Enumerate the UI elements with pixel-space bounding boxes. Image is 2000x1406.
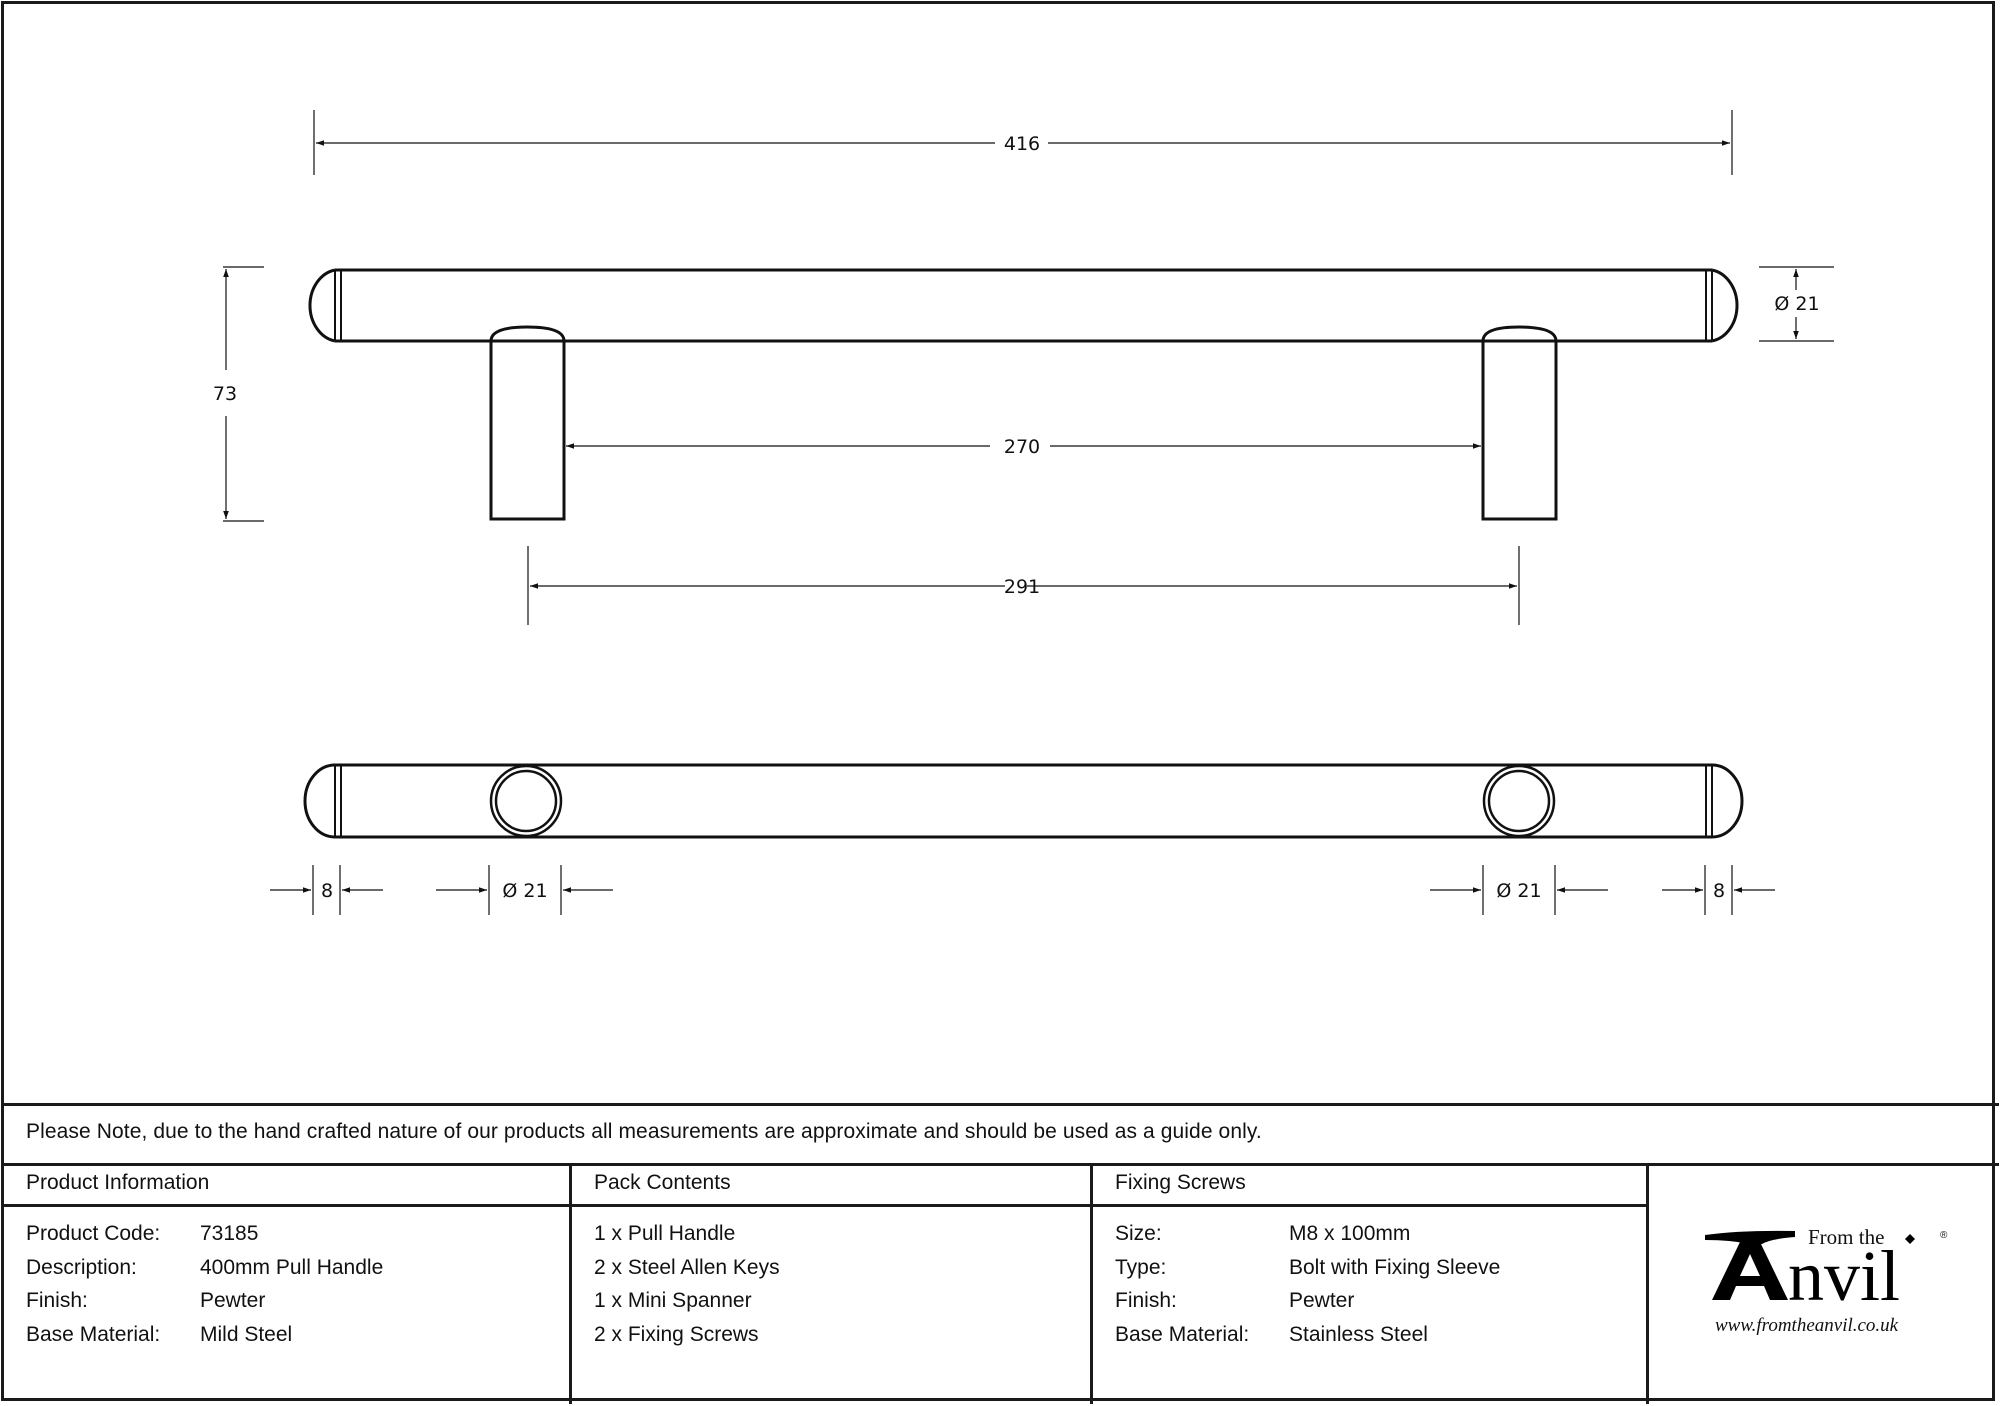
pack-contents-list: 1 x Pull Handle 2 x Steel Allen Keys 1 x… xyxy=(594,1222,780,1356)
pack-item: 2 x Steel Allen Keys xyxy=(594,1255,780,1279)
info-row: Product Code: 73185 xyxy=(26,1222,383,1256)
screw-label: Type: xyxy=(1115,1255,1167,1279)
column-divider-1 xyxy=(569,1164,572,1404)
screw-row: Finish: Pewter xyxy=(1115,1289,1500,1323)
column-divider-3 xyxy=(1646,1164,1649,1404)
post-diameter-right-dimension xyxy=(1430,865,1608,915)
note-top-divider xyxy=(1,1103,1999,1106)
bar-diameter-label: Ø 21 xyxy=(1774,293,1819,315)
logo-url: www.fromtheanvil.co.uk xyxy=(1715,1315,1899,1336)
overall-length-label: 416 xyxy=(1004,133,1040,155)
height-dimension xyxy=(223,266,264,522)
height-label: 73 xyxy=(213,383,237,405)
handle-plan-view xyxy=(303,763,1744,839)
inner-gap-label: 270 xyxy=(1004,436,1040,458)
screw-label: Base Material: xyxy=(1115,1322,1250,1346)
technical-drawing: 416 73 Ø 21 270 291 8 Ø 21 Ø 21 8 xyxy=(213,110,1834,915)
screw-row: Type: Bolt with Fixing Sleeve xyxy=(1115,1256,1500,1290)
logo-small-text: From the xyxy=(1808,1228,1884,1249)
measurement-note: Please Note, due to the hand crafted nat… xyxy=(26,1120,1262,1143)
handle-front-view xyxy=(308,268,1739,521)
registered-mark: ® xyxy=(1940,1230,1948,1241)
info-label: Description: xyxy=(26,1255,137,1279)
screw-value: Pewter xyxy=(1289,1289,1355,1312)
info-value: 73185 xyxy=(200,1222,259,1245)
screw-row: Base Material: Stainless Steel xyxy=(1115,1323,1500,1357)
bar-diameter-dimension xyxy=(1759,266,1834,342)
info-row: Description: 400mm Pull Handle xyxy=(26,1256,383,1290)
info-value: Mild Steel xyxy=(200,1322,293,1346)
pack-item: 1 x Pull Handle xyxy=(594,1222,736,1245)
from-the-anvil-logo: From the nvil ® www.fromtheanvil.co.uk xyxy=(1705,1228,1948,1336)
screw-row: Size: M8 x 100mm xyxy=(1115,1222,1500,1256)
post-diameter-left-dimension xyxy=(436,865,613,915)
diamond-icon xyxy=(1905,1234,1915,1244)
screw-label: Size: xyxy=(1115,1222,1162,1245)
centres-label: 291 xyxy=(1004,576,1040,598)
info-value: 400mm Pull Handle xyxy=(200,1255,384,1279)
product-information-heading: Product Information xyxy=(26,1171,210,1194)
screw-label: Finish: xyxy=(1115,1289,1177,1312)
pack-contents-heading: Pack Contents xyxy=(594,1171,731,1194)
post-diameter-left-label: Ø 21 xyxy=(502,880,547,902)
column-divider-2 xyxy=(1090,1164,1093,1404)
info-row: Finish: Pewter xyxy=(26,1289,383,1323)
end-cap-right-dimension xyxy=(1662,865,1775,915)
overall-length-dimension xyxy=(313,110,1733,175)
screw-value: Stainless Steel xyxy=(1289,1322,1428,1346)
end-cap-left-label: 8 xyxy=(321,880,333,902)
logo-big-text: nvil xyxy=(1788,1236,1900,1316)
header-bottom-divider xyxy=(1,1204,1648,1207)
fixing-screws-table: Size: M8 x 100mm Type: Bolt with Fixing Sl… xyxy=(1115,1222,1500,1356)
end-cap-right-label: 8 xyxy=(1713,880,1725,902)
header-top-divider xyxy=(1,1163,1999,1166)
info-label: Product Code: xyxy=(26,1222,161,1245)
centres-dimension xyxy=(527,546,1520,625)
post-diameter-right-label: Ø 21 xyxy=(1496,880,1541,902)
info-row: Base Material: Mild Steel xyxy=(26,1323,383,1357)
pack-item: 2 x Fixing Screws xyxy=(594,1322,759,1346)
info-label: Base Material: xyxy=(26,1322,161,1346)
product-information-table: Product Code: 73185 Description: 400mm Pul… xyxy=(26,1222,383,1356)
info-value: Pewter xyxy=(200,1289,266,1312)
screw-value: M8 x 100mm xyxy=(1289,1222,1411,1245)
info-label: Finish: xyxy=(26,1289,88,1312)
fixing-screws-heading: Fixing Screws xyxy=(1115,1171,1246,1194)
screw-value: Bolt with Fixing Sleeve xyxy=(1289,1255,1501,1279)
anvil-icon xyxy=(1705,1230,1795,1300)
end-cap-left-dimension xyxy=(270,865,383,915)
pack-item: 1 x Mini Spanner xyxy=(594,1289,752,1312)
